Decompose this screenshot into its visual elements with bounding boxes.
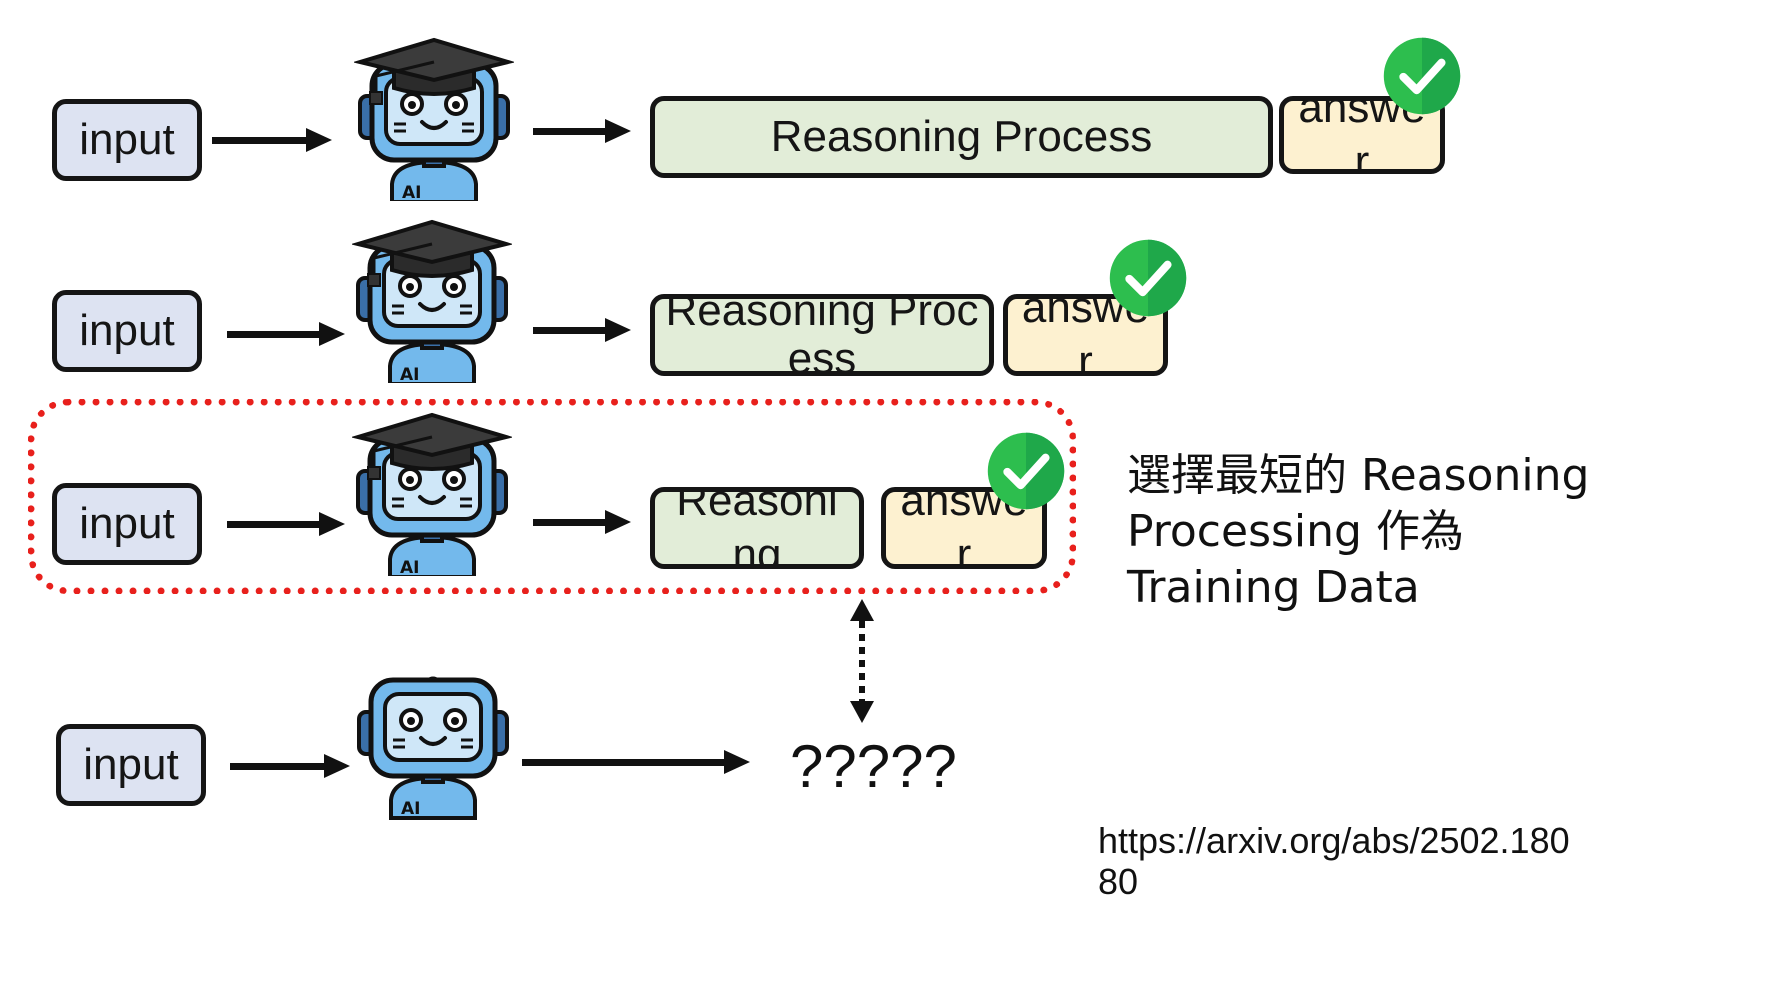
double-arrow-icon xyxy=(850,599,874,723)
input-box-row3: input xyxy=(52,483,202,565)
reasoning-box-medium: Reasoning Process xyxy=(650,294,994,376)
reasoning-box-short: Reasoning xyxy=(650,487,864,569)
reasoning-label: Reasoning xyxy=(676,487,838,569)
reasoning-label: Reasoning Process xyxy=(665,294,979,376)
arrow-icon xyxy=(522,750,750,774)
input-label: input xyxy=(79,115,175,164)
unknown-output: ????? xyxy=(790,733,957,800)
arrow-icon xyxy=(230,754,350,778)
input-box-row4: input xyxy=(56,724,206,806)
source-url: https://arxiv.org/abs/2502.18080 xyxy=(1098,820,1570,902)
robot-icon xyxy=(353,676,513,820)
input-label: input xyxy=(79,306,175,355)
shortest-reasoning-highlight xyxy=(28,399,1076,594)
arrow-icon xyxy=(212,128,332,152)
input-label: input xyxy=(79,499,175,548)
graduate-robot-icon xyxy=(352,413,512,576)
arrow-icon xyxy=(533,318,631,342)
checkmark-icon xyxy=(1108,238,1188,318)
arrow-icon xyxy=(533,510,631,534)
input-label: input xyxy=(83,740,179,789)
reasoning-box-long: Reasoning Process xyxy=(650,96,1273,178)
checkmark-icon xyxy=(986,431,1066,511)
reasoning-label: Reasoning Process xyxy=(770,112,1153,161)
input-box-row1: input xyxy=(52,99,202,181)
graduate-robot-icon xyxy=(354,38,514,201)
graduate-robot-icon xyxy=(352,220,512,383)
side-note: 選擇最短的 Reasoning Processing 作為 Training D… xyxy=(1127,450,1590,613)
input-box-row2: input xyxy=(52,290,202,372)
checkmark-icon xyxy=(1382,36,1462,116)
arrow-icon xyxy=(533,119,631,143)
arrow-icon xyxy=(227,512,345,536)
arrow-icon xyxy=(227,322,345,346)
